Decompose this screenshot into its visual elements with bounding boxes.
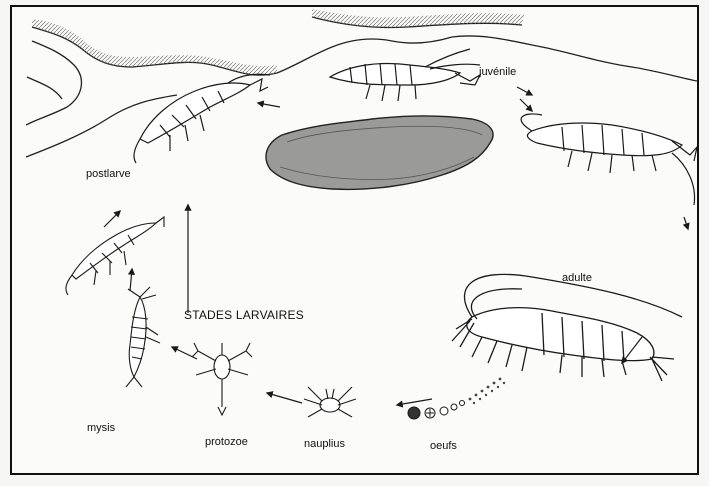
label-oeufs: oeufs bbox=[430, 441, 457, 452]
arrow-juvenile bbox=[517, 87, 532, 95]
juvenile-shrimp bbox=[330, 49, 480, 101]
protozoea-larva bbox=[192, 343, 252, 415]
mysis-larva bbox=[126, 287, 160, 387]
label-mysis: mysis bbox=[87, 423, 115, 434]
lagoon-island bbox=[266, 116, 493, 189]
label-juvenile: juvénile bbox=[479, 67, 516, 78]
coastal-shading bbox=[32, 19, 277, 75]
life-cycle-diagram bbox=[12, 7, 697, 473]
nauplius-larva bbox=[304, 387, 356, 417]
coastal-shading-east bbox=[312, 9, 524, 28]
adult-shrimp-offshore bbox=[521, 114, 697, 205]
postlarva-small bbox=[66, 217, 164, 295]
label-nauplius: nauplius bbox=[304, 439, 345, 450]
label-protozoe: protozoe bbox=[205, 437, 248, 448]
eggs-group bbox=[408, 378, 505, 419]
label-adulte: adulte bbox=[562, 273, 592, 284]
diagram-frame: juvénile postlarve adulte STADES LARVAIR… bbox=[10, 5, 699, 475]
adult-shrimp bbox=[452, 274, 682, 381]
label-stades-larvaires: STADES LARVAIRES bbox=[184, 309, 304, 321]
postlarva-shrimp bbox=[134, 74, 270, 163]
label-postlarve: postlarve bbox=[86, 169, 131, 180]
